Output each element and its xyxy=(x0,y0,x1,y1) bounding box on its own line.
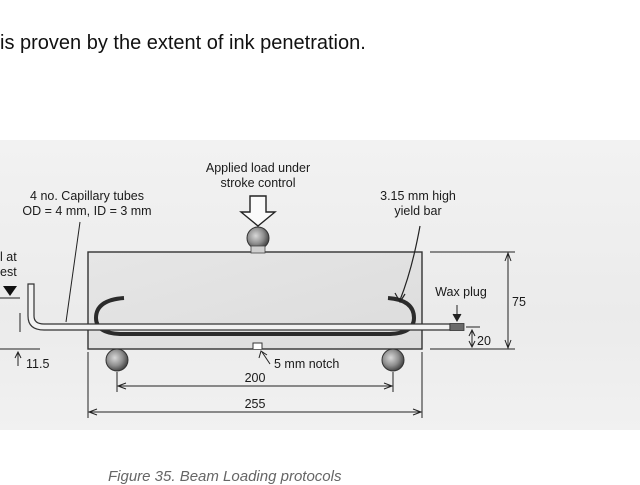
capillary-leader xyxy=(65,221,81,323)
dim-75-arrow-top xyxy=(504,251,512,262)
dim-255-arrow-right xyxy=(412,408,423,416)
applied-load-label-1: Applied load under xyxy=(206,161,310,175)
notch-leader xyxy=(261,351,271,365)
yield-bar-leader xyxy=(399,225,421,301)
body-text: is proven by the extent of ink penetrati… xyxy=(0,32,366,54)
yield-bar xyxy=(93,296,417,336)
dim-200-label: 200 xyxy=(245,371,266,385)
water-level-triangle xyxy=(3,286,17,296)
dim-11-5-arrow xyxy=(14,350,22,359)
wax-plug-leader-arrow xyxy=(452,313,462,323)
level-label-1: l at xyxy=(0,250,17,264)
yield-bar-label-2: yield bar xyxy=(394,204,441,218)
dim-20-arrow-top xyxy=(468,328,476,337)
figure-caption: Figure 35. Beam Loading protocols xyxy=(108,468,342,485)
dim-75-arrow-bottom xyxy=(504,339,512,350)
wax-plug xyxy=(449,323,465,331)
yield-bar-label-1: 3.15 mm high xyxy=(380,189,456,203)
level-label-2: est xyxy=(0,265,17,279)
notch-mark xyxy=(252,342,263,349)
dim-20-arrow-bottom xyxy=(468,340,476,349)
wax-plug-label: Wax plug xyxy=(435,285,487,299)
applied-load-arrow xyxy=(239,195,277,227)
dim-200-arrow-left xyxy=(116,382,127,390)
support-roller-left xyxy=(105,348,129,372)
notch-label: 5 mm notch xyxy=(274,357,339,371)
dim-255-arrow-left xyxy=(87,408,98,416)
capillary-label-1: 4 no. Capillary tubes xyxy=(30,189,144,203)
dim-20-label: 20 xyxy=(477,334,491,348)
applied-load-label-2: stroke control xyxy=(220,176,295,190)
yield-bar-leader-arrow xyxy=(394,292,406,304)
dim-200-arrow-right xyxy=(383,382,394,390)
dim-255-label: 255 xyxy=(245,397,266,411)
notch-leader-arrow xyxy=(258,350,268,359)
dim-75-label: 75 xyxy=(512,295,526,309)
support-roller-right xyxy=(381,348,405,372)
capillary-label-2: OD = 4 mm, ID = 3 mm xyxy=(22,204,151,218)
dim-11-5-label: 11.5 xyxy=(26,357,49,371)
loading-stem xyxy=(250,245,266,254)
